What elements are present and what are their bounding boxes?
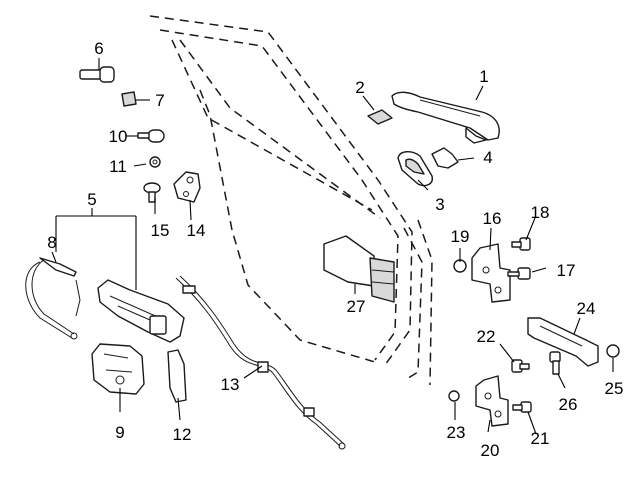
bracket-14 [173, 171, 201, 203]
door-check-block [323, 235, 395, 303]
washer-11 [149, 156, 161, 168]
door-outline [149, 15, 433, 386]
callout-labels: 1 2 3 4 5 6 7 8 9 10 11 12 13 14 15 16 1… [47, 39, 623, 460]
bolt-17 [507, 267, 531, 280]
callout-7: 7 [155, 91, 164, 110]
lock-actuator [97, 279, 185, 343]
leader-lines [51, 58, 614, 435]
cylinder-clip [121, 91, 137, 107]
callout-18: 18 [531, 203, 550, 222]
handle-bezel [397, 151, 433, 187]
bolt-18 [511, 237, 531, 251]
screw-10 [137, 129, 165, 143]
callout-26: 26 [559, 395, 578, 414]
door-check-arm [527, 317, 599, 367]
callout-11: 11 [109, 157, 127, 176]
callout-12: 12 [173, 425, 192, 444]
bolt-22 [511, 359, 530, 373]
outside-door-handle [391, 91, 500, 144]
callout-23: 23 [447, 423, 466, 442]
door-latch [91, 343, 145, 395]
callout-20: 20 [481, 441, 500, 460]
callout-5: 5 [87, 190, 96, 209]
callout-2: 2 [355, 78, 364, 97]
lock-rod [25, 257, 81, 340]
callout-24: 24 [577, 299, 596, 318]
callout-10: 10 [109, 127, 128, 146]
callout-4: 4 [483, 148, 492, 167]
bolt-26 [549, 351, 561, 375]
callout-27: 27 [347, 297, 366, 316]
upper-hinge [471, 243, 511, 303]
callout-19: 19 [451, 227, 470, 246]
lock-cylinder [79, 66, 115, 83]
screw-23 [448, 390, 460, 402]
callout-1: 1 [479, 67, 488, 86]
screw-15 [143, 182, 161, 203]
callout-21: 21 [531, 429, 550, 448]
handle-gasket [431, 147, 459, 169]
callout-3: 3 [435, 195, 444, 214]
screw-25 [606, 344, 620, 358]
lower-hinge [475, 375, 509, 427]
callout-16: 16 [483, 209, 502, 228]
callout-13: 13 [221, 375, 240, 394]
bolt-21 [512, 401, 532, 413]
callout-14: 14 [187, 221, 206, 240]
callout-22: 22 [477, 327, 496, 346]
callout-6: 6 [94, 39, 103, 58]
callout-25: 25 [605, 379, 624, 398]
callout-8: 8 [47, 233, 56, 252]
callout-15: 15 [151, 221, 170, 240]
bracket-12 [167, 349, 187, 403]
handle-cap [367, 109, 393, 125]
callout-17: 17 [557, 261, 576, 280]
callout-9: 9 [115, 423, 124, 442]
release-cable [175, 275, 346, 450]
